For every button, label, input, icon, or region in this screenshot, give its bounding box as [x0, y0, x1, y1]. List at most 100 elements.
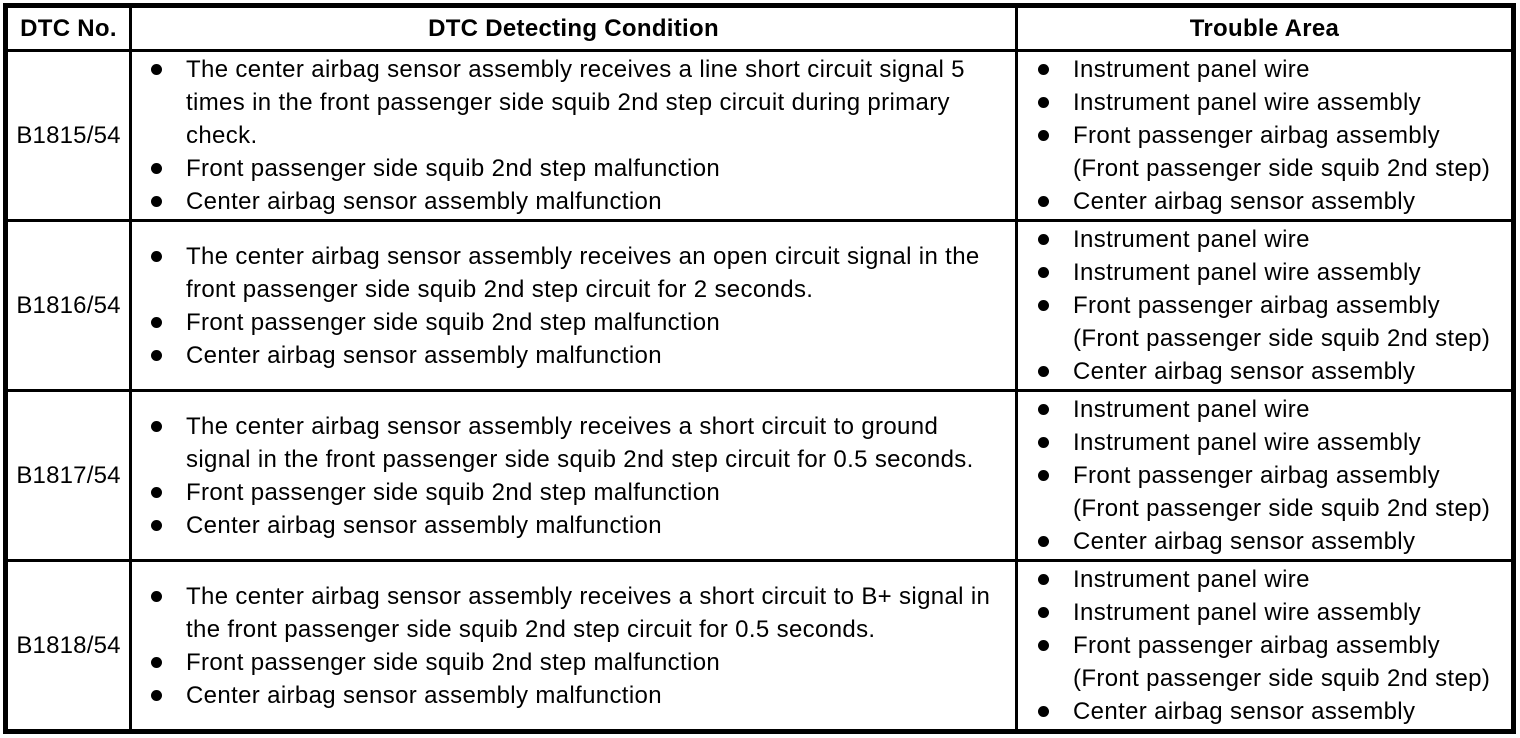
dtc-no-value: B1818/54: [16, 631, 121, 659]
bullet-icon: [151, 420, 162, 432]
detecting-condition-item: Front passenger side squib 2nd step malf…: [132, 306, 996, 339]
trouble-area-item: Instrument panel wire: [1018, 223, 1503, 256]
trouble-area-text: Instrument panel wire assembly: [1073, 599, 1421, 626]
bullet-icon: [151, 656, 162, 668]
trouble-area-text: Instrument panel wire assembly: [1073, 259, 1421, 286]
bullet-icon: [1038, 640, 1049, 651]
detecting-condition-text: Center airbag sensor assembly malfunctio…: [186, 681, 662, 709]
bullet-icon: [1038, 470, 1049, 481]
dtc-detecting-condition-cell: The center airbag sensor assembly receiv…: [129, 49, 1015, 219]
dtc-detecting-condition-cell: The center airbag sensor assembly receiv…: [129, 219, 1015, 389]
detecting-condition-item: Center airbag sensor assembly malfunctio…: [132, 339, 996, 372]
detecting-condition-item: Center airbag sensor assembly malfunctio…: [132, 679, 996, 712]
trouble-area-text: Center airbag sensor assembly: [1073, 698, 1416, 725]
dtc-detecting-condition-cell: The center airbag sensor assembly receiv…: [129, 389, 1015, 559]
trouble-area-item: Center airbag sensor assembly: [1018, 695, 1503, 728]
column-header-trouble-area: Trouble Area: [1015, 8, 1511, 49]
trouble-area-item: Instrument panel wire: [1018, 53, 1503, 86]
dtc-no-cell: B1816/54: [8, 219, 129, 389]
bullet-icon: [151, 196, 162, 207]
trouble-area-item: Instrument panel wire: [1018, 393, 1503, 426]
bullet-icon: [1038, 196, 1049, 207]
bullet-icon: [1038, 404, 1049, 415]
trouble-area-text: Front passenger airbag assembly (Front p…: [1073, 632, 1491, 692]
trouble-area-item: Front passenger airbag assembly (Front p…: [1018, 629, 1503, 695]
bullet-icon: [151, 689, 162, 701]
detecting-condition-item: Front passenger side squib 2nd step malf…: [132, 476, 996, 509]
trouble-area-text: Instrument panel wire: [1073, 396, 1310, 423]
bullet-icon: [151, 250, 162, 262]
detecting-condition-text: Center airbag sensor assembly malfunctio…: [186, 511, 662, 539]
detecting-condition-list: The center airbag sensor assembly receiv…: [132, 410, 1015, 542]
trouble-area-item: Front passenger airbag assembly (Front p…: [1018, 119, 1503, 185]
trouble-area-text: Instrument panel wire assembly: [1073, 89, 1421, 116]
detecting-condition-text: The center airbag sensor assembly receiv…: [186, 412, 974, 473]
bullet-icon: [151, 64, 162, 75]
bullet-icon: [1038, 267, 1049, 278]
detecting-condition-item: The center airbag sensor assembly receiv…: [132, 580, 996, 646]
bullet-icon: [1038, 607, 1049, 618]
detecting-condition-item: Center airbag sensor assembly malfunctio…: [132, 509, 996, 542]
trouble-area-item: Center airbag sensor assembly: [1018, 185, 1503, 218]
trouble-area-text: Front passenger airbag assembly (Front p…: [1073, 292, 1491, 352]
trouble-area-item: Center airbag sensor assembly: [1018, 525, 1503, 558]
detecting-condition-text: The center airbag sensor assembly receiv…: [186, 582, 991, 643]
detecting-condition-text: The center airbag sensor assembly receiv…: [186, 242, 980, 303]
trouble-area-item: Instrument panel wire assembly: [1018, 256, 1503, 289]
trouble-area-item: Center airbag sensor assembly: [1018, 355, 1503, 388]
dtc-no-value: B1815/54: [16, 121, 121, 149]
bullet-icon: [1038, 130, 1049, 141]
column-header-dtc-detecting-condition: DTC Detecting Condition: [129, 8, 1015, 49]
bullet-icon: [1038, 437, 1049, 448]
bullet-icon: [1038, 366, 1049, 377]
trouble-area-item: Instrument panel wire: [1018, 563, 1503, 596]
detecting-condition-item: Front passenger side squib 2nd step malf…: [132, 152, 996, 185]
trouble-area-item: Instrument panel wire assembly: [1018, 86, 1503, 119]
trouble-area-text: Center airbag sensor assembly: [1073, 358, 1416, 385]
trouble-area-text: Instrument panel wire assembly: [1073, 429, 1421, 456]
detecting-condition-text: Front passenger side squib 2nd step malf…: [186, 648, 721, 676]
trouble-area-text: Instrument panel wire: [1073, 226, 1310, 253]
bullet-icon: [1038, 64, 1049, 75]
dtc-table: DTC No. DTC Detecting Condition Trouble …: [3, 3, 1516, 734]
detecting-condition-item: The center airbag sensor assembly receiv…: [132, 410, 996, 476]
trouble-area-text: Center airbag sensor assembly: [1073, 188, 1416, 215]
bullet-icon: [151, 163, 162, 174]
trouble-area-text: Instrument panel wire: [1073, 56, 1310, 83]
bullet-icon: [151, 349, 162, 361]
bullet-icon: [1038, 574, 1049, 585]
detecting-condition-text: Center airbag sensor assembly malfunctio…: [186, 341, 662, 369]
trouble-area-text: Center airbag sensor assembly: [1073, 528, 1416, 555]
bullet-icon: [151, 316, 162, 328]
detecting-condition-text: Front passenger side squib 2nd step malf…: [186, 478, 721, 506]
dtc-no-value: B1817/54: [16, 461, 121, 489]
detecting-condition-item: The center airbag sensor assembly receiv…: [132, 240, 996, 306]
trouble-area-item: Instrument panel wire assembly: [1018, 596, 1503, 629]
bullet-icon: [1038, 536, 1049, 547]
detecting-condition-item: Center airbag sensor assembly malfunctio…: [132, 185, 996, 218]
detecting-condition-list: The center airbag sensor assembly receiv…: [132, 580, 1015, 712]
bullet-icon: [151, 590, 162, 602]
trouble-area-text: Front passenger airbag assembly (Front p…: [1073, 462, 1491, 522]
dtc-no-cell: B1817/54: [8, 389, 129, 559]
detecting-condition-item: The center airbag sensor assembly receiv…: [132, 53, 996, 152]
trouble-area-text: Instrument panel wire: [1073, 566, 1310, 593]
dtc-detecting-condition-cell: The center airbag sensor assembly receiv…: [129, 559, 1015, 729]
detecting-condition-text: The center airbag sensor assembly receiv…: [186, 56, 965, 149]
bullet-icon: [1038, 706, 1049, 717]
detecting-condition-text: Front passenger side squib 2nd step malf…: [186, 155, 721, 182]
trouble-area-item: Front passenger airbag assembly (Front p…: [1018, 289, 1503, 355]
detecting-condition-list: The center airbag sensor assembly receiv…: [132, 53, 1015, 218]
column-header-dtc-no: DTC No.: [8, 8, 129, 49]
detecting-condition-text: Center airbag sensor assembly malfunctio…: [186, 188, 662, 215]
detecting-condition-item: Front passenger side squib 2nd step malf…: [132, 646, 996, 679]
dtc-no-cell: B1815/54: [8, 49, 129, 219]
bullet-icon: [1038, 97, 1049, 108]
